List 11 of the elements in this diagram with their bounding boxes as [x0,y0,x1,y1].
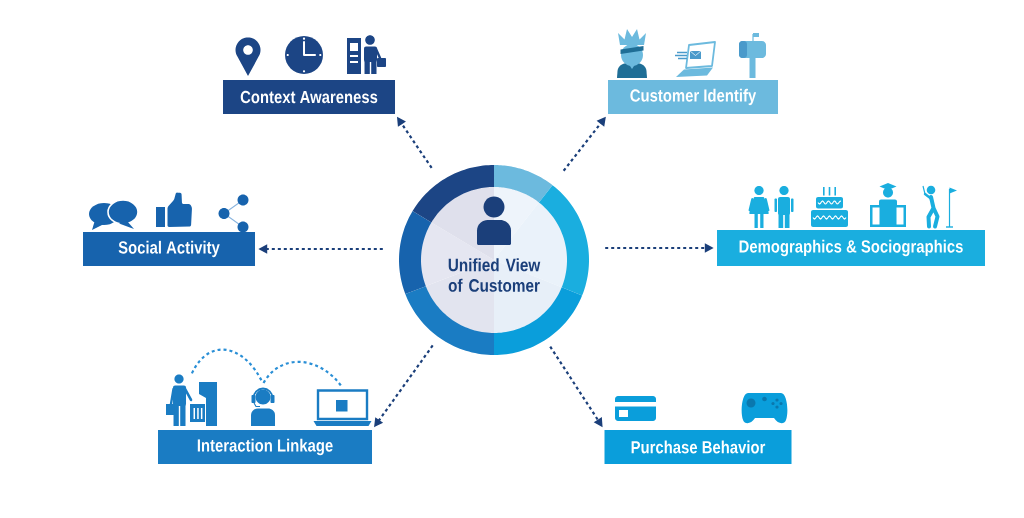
category-banner: Interaction Linkage [158,430,372,464]
category-banner: Customer Identify [608,80,778,114]
laptop-icon [313,389,372,426]
category-banner: Context Awareness [223,80,395,114]
headset-person-icon [251,387,275,426]
category-banner: Purchase Behavior [604,430,792,464]
category-banner: Demographics & Sociographics [717,230,985,266]
category-banner: Social Activity [83,232,255,266]
shopper-kiosk-icon [166,374,217,426]
dashed-curve [190,348,264,384]
dashed-curve [262,360,343,388]
